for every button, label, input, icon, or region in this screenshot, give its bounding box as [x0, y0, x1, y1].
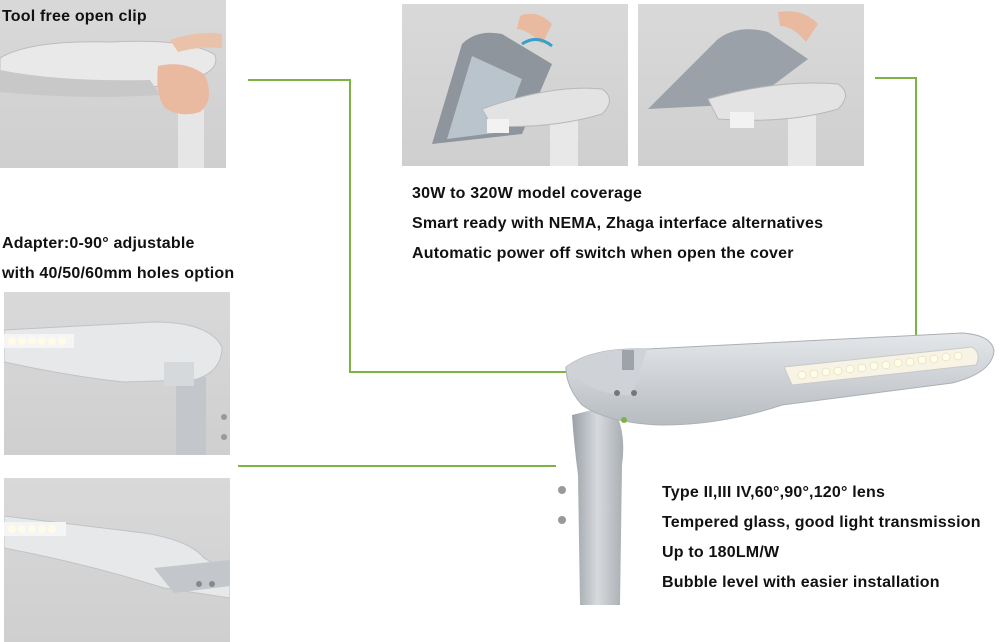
connector-line	[349, 371, 574, 373]
open-housing-photo-left	[402, 4, 628, 166]
adapter-photo-lower	[4, 478, 230, 642]
connector-line	[915, 77, 917, 335]
connector-line	[875, 77, 917, 79]
feature-bubble-level: Bubble level with easier installation	[662, 574, 940, 591]
feature-tempered-glass: Tempered glass, good light transmission	[662, 514, 981, 531]
adapter-label-line2: with 40/50/60mm holes option	[2, 265, 235, 282]
adapter-photo-upper	[4, 292, 230, 455]
feature-wattage: 30W to 320W model coverage	[412, 185, 643, 202]
connector-line	[349, 79, 351, 372]
feature-efficiency: Up to 180LM/W	[662, 544, 780, 561]
tool-free-clip-photo: Tool free open clip	[0, 0, 226, 168]
feature-power-off: Automatic power off switch when open the…	[412, 245, 794, 262]
connector-line	[248, 79, 350, 81]
open-housing-photo-right	[638, 4, 864, 166]
adapter-label-line1: Adapter:0-90° adjustable	[2, 235, 195, 252]
street-light-main-image	[552, 325, 1000, 605]
feature-lens-types: Type II,III IV,60°,90°,120° lens	[662, 484, 886, 501]
feature-smart-ready: Smart ready with NEMA, Zhaga interface a…	[412, 215, 824, 232]
tool-free-label: Tool free open clip	[2, 8, 147, 25]
connector-line	[238, 465, 556, 467]
